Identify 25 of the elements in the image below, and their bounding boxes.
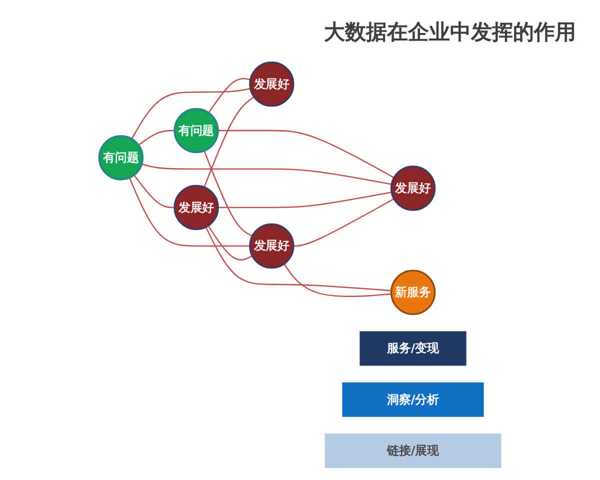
connector [131,88,250,140]
connector [204,96,254,188]
node-circle: 新服务 [390,270,436,315]
node-box: 服务/变现 [360,331,466,366]
connector [205,226,392,292]
connector [208,78,250,113]
node-box: 洞察/分析 [342,382,484,417]
node-circle: 发展好 [249,223,294,269]
connector [134,174,174,208]
node-circle: 发展好 [249,62,294,107]
node-circle: 有问题 [174,108,219,154]
title: 大数据在企业中发挥的作用 [324,19,576,46]
connector [218,192,392,208]
connector [218,130,394,178]
node-circle: 有问题 [98,135,144,180]
connector [142,163,392,185]
connector [138,130,174,146]
node-circle: 发展好 [174,184,219,230]
node-box: 链接/展现 [324,434,502,468]
connector [204,150,253,237]
connector [284,264,392,298]
connector [128,178,250,247]
connector [208,225,253,260]
connector [293,198,394,247]
node-circle: 发展好 [390,166,436,211]
